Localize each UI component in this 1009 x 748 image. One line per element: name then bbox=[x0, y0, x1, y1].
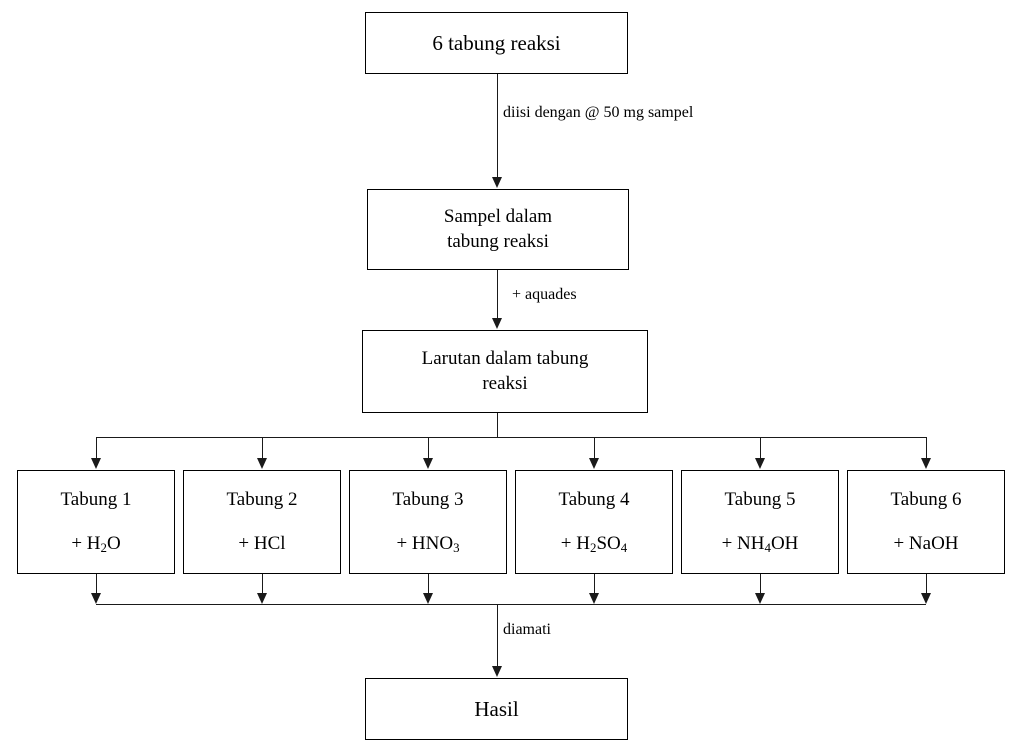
node-tabung-2-reagent: + HCl bbox=[238, 532, 286, 554]
fanout-stem-tube-4 bbox=[594, 437, 595, 459]
fanout-stem-tube-5 bbox=[760, 437, 761, 459]
node-tabung-5-label: Tabung 5 bbox=[724, 489, 796, 511]
node-tabung-2: Tabung 2 + HCl bbox=[183, 470, 341, 574]
edge-tubes-to-sample-stem bbox=[497, 74, 498, 178]
node-tabung-4-reagent: + H2SO4 bbox=[560, 532, 628, 555]
node-tabung-1-reagent: + H2O bbox=[71, 532, 121, 555]
node-hasil-label: Hasil bbox=[474, 696, 519, 721]
fanout-arrowhead-tube-2 bbox=[256, 458, 267, 469]
edge-label-aquades: + aquades bbox=[512, 286, 577, 303]
node-tabung-4-label: Tabung 4 bbox=[558, 489, 630, 511]
node-tabung-3-reagent: + HNO3 bbox=[396, 532, 460, 555]
fanout-stem-tube-3 bbox=[428, 437, 429, 459]
fanin-collector-bar bbox=[96, 604, 926, 605]
node-larutan-dalam-tabung-reaksi: Larutan dalam tabung reaksi bbox=[362, 330, 648, 413]
node-tabung-3: Tabung 3 + HNO3 bbox=[349, 470, 507, 574]
node-tabung-6: Tabung 6 + NaOH bbox=[847, 470, 1005, 574]
node-tabung-6-label: Tabung 6 bbox=[890, 489, 962, 511]
node-sampel-line-2: tabung reaksi bbox=[447, 230, 549, 252]
edge-sample-to-solution-stem bbox=[497, 270, 498, 319]
node-tabung-6-reagent: + NaOH bbox=[893, 532, 959, 554]
fanout-arrowhead-tube-3 bbox=[422, 458, 433, 469]
fanin-arrowhead-tube-3 bbox=[422, 593, 433, 604]
node-tabung-4: Tabung 4 + H2SO4 bbox=[515, 470, 673, 574]
edge-collector-to-result-arrowhead bbox=[491, 666, 502, 677]
edge-collector-to-result-stem bbox=[497, 604, 498, 667]
fanin-arrowhead-tube-4 bbox=[588, 593, 599, 604]
fanin-stem-tube-4 bbox=[594, 574, 595, 595]
node-tabung-1: Tabung 1 + H2O bbox=[17, 470, 175, 574]
node-sampel-line-1: Sampel dalam bbox=[443, 206, 553, 228]
fanout-distribution-bar bbox=[96, 437, 926, 438]
fanout-stem-tube-6 bbox=[926, 437, 927, 459]
edge-label-diamati: diamati bbox=[503, 621, 551, 638]
fanout-drop-from-solution bbox=[497, 413, 498, 438]
node-sampel-dalam-tabung-reaksi: Sampel dalam tabung reaksi bbox=[367, 189, 629, 270]
fanin-arrowhead-tube-5 bbox=[754, 593, 765, 604]
node-tabung-5: Tabung 5 + NH4OH bbox=[681, 470, 839, 574]
node-tabung-2-label: Tabung 2 bbox=[226, 489, 298, 511]
node-tabung-3-label: Tabung 3 bbox=[392, 489, 464, 511]
fanin-arrowhead-tube-6 bbox=[920, 593, 931, 604]
fanout-stem-tube-1 bbox=[96, 437, 97, 459]
fanin-stem-tube-5 bbox=[760, 574, 761, 595]
node-tabung-5-reagent: + NH4OH bbox=[721, 532, 799, 555]
fanin-stem-tube-1 bbox=[96, 574, 97, 595]
node-tabung-1-label: Tabung 1 bbox=[60, 489, 132, 511]
node-larutan-line-1: Larutan dalam tabung bbox=[421, 348, 589, 370]
fanout-stem-tube-2 bbox=[262, 437, 263, 459]
fanin-stem-tube-6 bbox=[926, 574, 927, 595]
fanout-arrowhead-tube-1 bbox=[90, 458, 101, 469]
fanin-arrowhead-tube-1 bbox=[90, 593, 101, 604]
fanin-stem-tube-2 bbox=[262, 574, 263, 595]
node-hasil: Hasil bbox=[365, 678, 628, 740]
edge-label-diisi-dengan: diisi dengan @ 50 mg sampel bbox=[503, 104, 694, 121]
fanin-arrowhead-tube-2 bbox=[256, 593, 267, 604]
edge-tubes-to-sample-arrowhead bbox=[491, 177, 502, 188]
node-6-tabung-reaksi-label: 6 tabung reaksi bbox=[432, 30, 561, 55]
fanout-arrowhead-tube-4 bbox=[588, 458, 599, 469]
fanout-arrowhead-tube-5 bbox=[754, 458, 765, 469]
node-6-tabung-reaksi: 6 tabung reaksi bbox=[365, 12, 628, 74]
fanout-arrowhead-tube-6 bbox=[920, 458, 931, 469]
fanin-stem-tube-3 bbox=[428, 574, 429, 595]
edge-sample-to-solution-arrowhead bbox=[491, 318, 502, 329]
node-larutan-line-2: reaksi bbox=[482, 372, 528, 394]
